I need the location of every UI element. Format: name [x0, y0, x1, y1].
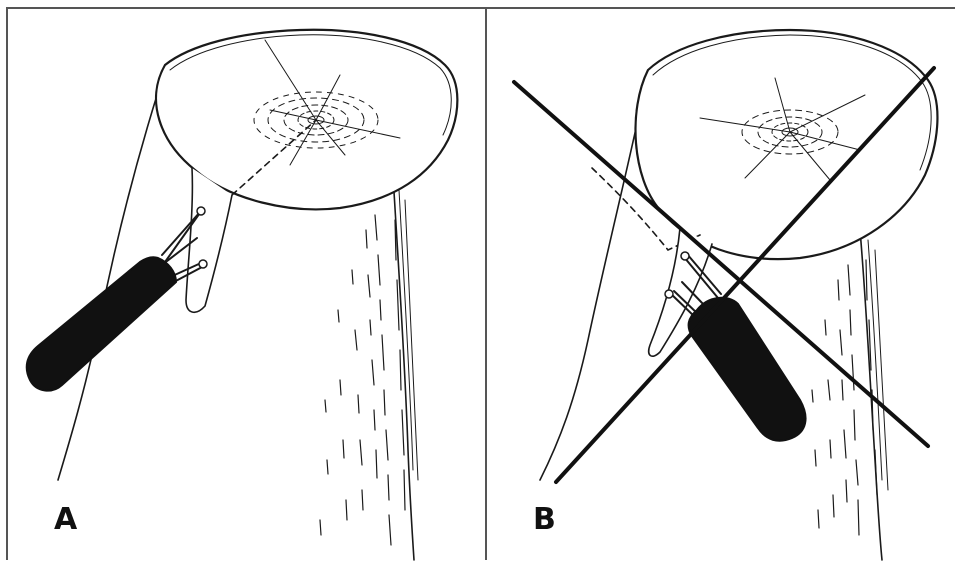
- bark-hatching: [812, 260, 877, 535]
- stump-top: [636, 30, 938, 259]
- panel-label-b: B: [533, 505, 556, 535]
- panel-b: [514, 30, 937, 560]
- bark-hatching: [320, 215, 405, 545]
- borer-handle: [27, 257, 176, 390]
- panel-label-a: A: [54, 505, 77, 535]
- panel-a: [27, 30, 458, 560]
